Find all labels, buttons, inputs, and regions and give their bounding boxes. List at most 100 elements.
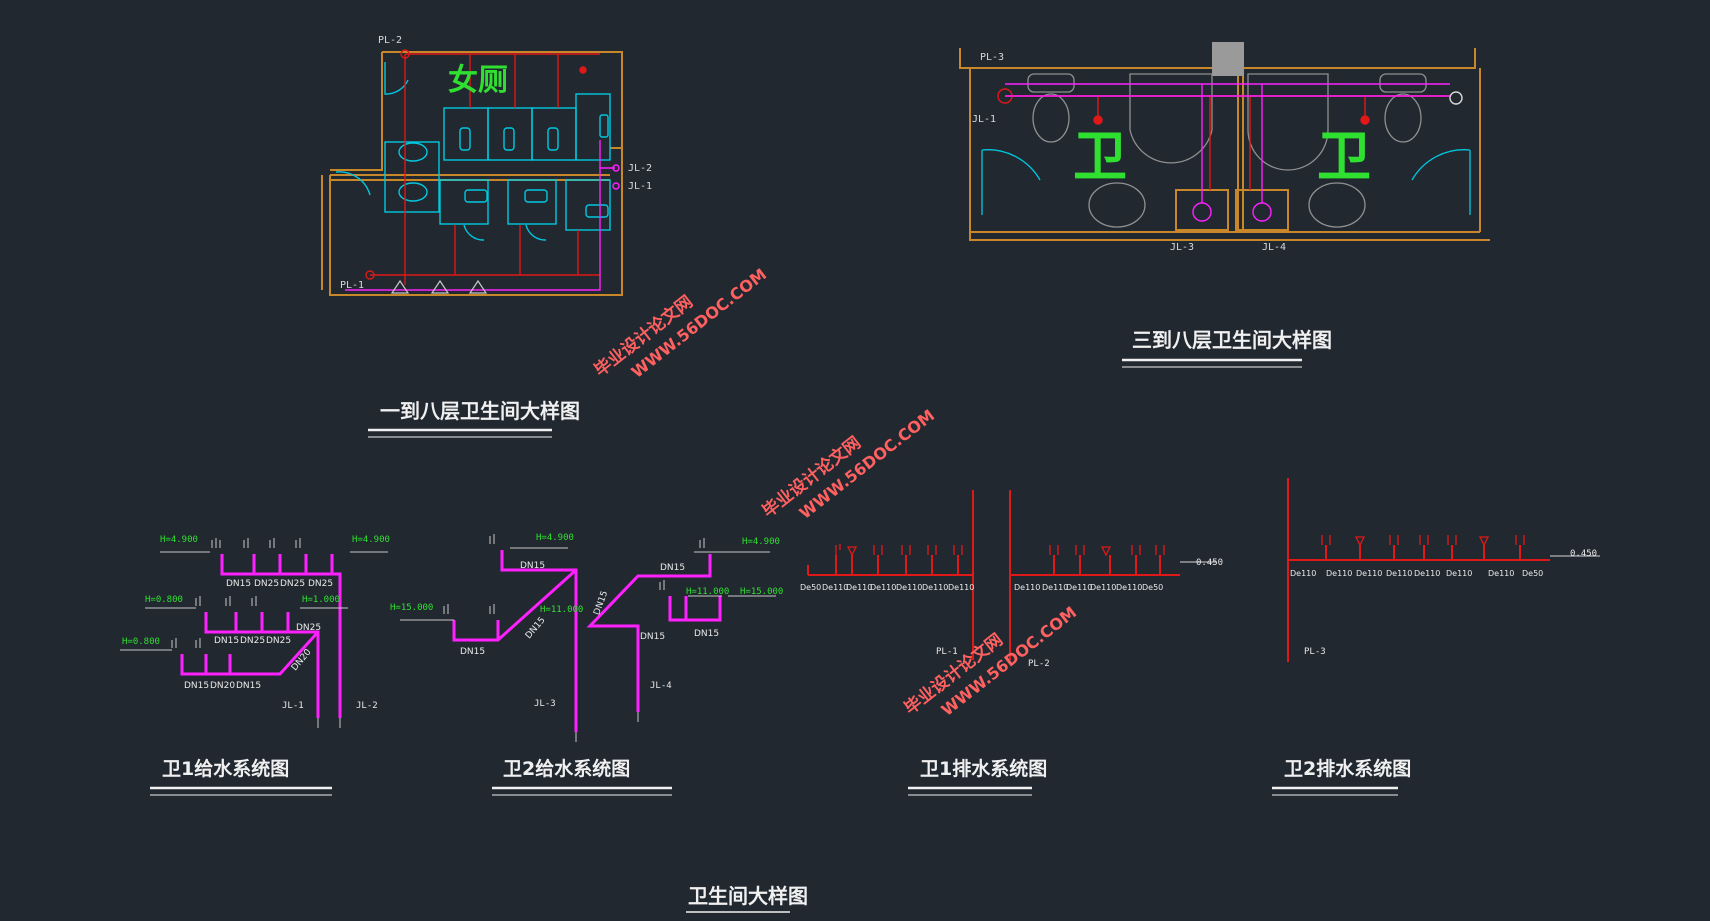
female-toilet-label: 女厕	[448, 63, 508, 98]
supply2-size: DN15	[520, 561, 545, 571]
supply1-tag-jl2: JL-2	[356, 701, 378, 711]
plan2-supply-pipes	[1005, 83, 1450, 222]
title-floor-1-8: 一到八层卫生间大样图	[380, 399, 580, 423]
supply1-row2-size: DN25	[266, 636, 291, 646]
drain2-elev: 0.450	[1570, 549, 1597, 559]
plan1-drain-pipes	[365, 49, 600, 285]
supply-system-wei1: H=4.900 H=4.900 H=0.800 H=1.000 H=0.800 …	[120, 535, 390, 728]
supply1-row2-size: DN25	[240, 636, 265, 646]
supply1-elev-top-left: H=4.900	[160, 535, 198, 545]
supply1-row3-size: DN15	[184, 681, 209, 691]
drain2-size: De110	[1386, 569, 1412, 578]
supply1-elev-mid-right: H=1.000	[302, 595, 340, 605]
supply1-row2-size: DN15	[214, 636, 239, 646]
plan2-shaft	[1212, 42, 1244, 76]
title-floor-3-8-underline	[1122, 358, 1302, 368]
supply2-elev-a: H=4.900	[536, 533, 574, 543]
plan1-fixtures	[335, 62, 611, 241]
drain1-right-labels: De110 De110 De110 De110 De110 De50	[1014, 583, 1163, 592]
drain2-size: De110	[1414, 569, 1440, 578]
plan-floor-3-8: 卫 卫 PL-3 JL-1 JL-3 JL-4	[959, 42, 1490, 253]
drain1-size: De110	[1014, 583, 1040, 592]
supply2-elev-e: H=11.000	[686, 587, 729, 597]
supply2-size: DN15	[592, 590, 610, 617]
plan2-cleanout	[1449, 91, 1463, 105]
drain1-traps	[835, 544, 1165, 557]
drain2-size: De110	[1488, 569, 1514, 578]
supply1-tag-jl1: JL-1	[282, 701, 304, 711]
drain2-traps	[1321, 535, 1525, 547]
supply2-elev-d: H=4.900	[742, 537, 780, 547]
supply1-row2-riser: DN25	[296, 623, 321, 633]
plan1-tag-pl2: PL-2	[378, 35, 402, 46]
drain1-size: De50	[800, 583, 821, 592]
drain2-size: De50	[1522, 569, 1543, 578]
drain1-size: De110	[1066, 583, 1092, 592]
supply1-row1-size: DN25	[280, 579, 305, 589]
drain1-size: De110	[948, 583, 974, 592]
supply2-size: DN15	[640, 632, 665, 642]
supply1-row1-labels: DN15 DN25 DN25 DN25	[226, 579, 333, 589]
plan2-tag-jl3: JL-3	[1170, 242, 1194, 253]
supply2-tag-jl4: JL-4	[650, 681, 672, 691]
supply1-row2-labels: DN15 DN25 DN25 DN25	[214, 623, 321, 646]
wei-right-label: 卫	[1317, 125, 1371, 188]
drain1-elev: 0.450	[1196, 558, 1223, 568]
plan2-tag-jl1: JL-1	[972, 114, 996, 125]
title-floor-1-8-underline	[368, 428, 552, 438]
title-wei2-supply: 卫2给水系统图	[503, 757, 630, 780]
supply1-row1-size: DN25	[308, 579, 333, 589]
drain1-size: De110	[1090, 583, 1116, 592]
supply1-row3-size: DN20	[210, 681, 235, 691]
supply2-size: DN15	[460, 647, 485, 657]
supply1-row3-labels: DN15 DN20 DN15 DN20	[184, 647, 314, 691]
drain1-size: De110	[896, 583, 922, 592]
drain2-size: De110	[1446, 569, 1472, 578]
drain1-size: De50	[1142, 583, 1163, 592]
supply1-row3-size: DN15	[236, 681, 261, 691]
drain2-tag-pl3: PL-3	[1304, 647, 1326, 657]
supply2-size: DN15	[694, 629, 719, 639]
drain2-size: De110	[1326, 569, 1352, 578]
title-wei1-supply: 卫1给水系统图	[162, 757, 289, 780]
drain1-size: De110	[846, 583, 872, 592]
watermark-1: 毕业设计论文网 WWW.56DOC.COM	[590, 265, 770, 382]
drain1-tag-pl2: PL-2	[1028, 659, 1050, 669]
drain1-pipes	[807, 490, 1180, 660]
supply1-row1-size: DN15	[226, 579, 251, 589]
drain-system-wei1: 0.450 De50 De110 De110 De110 De110 De110…	[800, 490, 1223, 669]
title-wei1-drain: 卫1排水系统图	[920, 757, 1047, 780]
title-wei2-drain-underline	[1272, 786, 1398, 796]
plan1-tag-jl2: JL-2	[628, 163, 652, 174]
supply1-elev-low-left: H=0.800	[122, 637, 160, 647]
supply2-size: DN15	[524, 615, 548, 641]
drain1-size: De110	[922, 583, 948, 592]
supply2-elev-b: H=15.000	[390, 603, 433, 613]
title-wei1-drain-underline	[908, 786, 1032, 796]
supply2-elev-f: H=15.000	[740, 587, 783, 597]
supply2-fixture-marks	[400, 534, 776, 742]
supply-system-wei2: H=4.900 H=15.000 H=11.000 H=4.900 H=11.0…	[390, 533, 783, 742]
drain1-left-labels: De50 De110 De110 De110 De110 De110 De110	[800, 583, 974, 592]
supply2-pipes	[452, 550, 722, 732]
drain1-size: De110	[870, 583, 896, 592]
plan-floor-1-8: 女厕 PL-2 PL-1 JL-2 JL-1	[321, 35, 652, 296]
supply1-pipes	[180, 554, 342, 718]
supply1-elev-mid-left: H=0.800	[145, 595, 183, 605]
drain2-labels: De110 De110 De110 De110 De110 De110 De11…	[1290, 569, 1543, 578]
plan1-tag-jl1: JL-1	[628, 181, 652, 192]
title-wei2-supply-underline	[492, 786, 672, 796]
supply1-elev-top-right: H=4.900	[352, 535, 390, 545]
drain1-size: De110	[822, 583, 848, 592]
drain-system-wei2: 0.450 De110 De110 De110 De110 De110 De11…	[1287, 478, 1600, 662]
watermark-2: 毕业设计论文网 WWW.56DOC.COM	[758, 406, 938, 523]
supply2-tag-jl3: JL-3	[534, 699, 556, 709]
plan2-walls	[959, 48, 1490, 241]
title-wei1-supply-underline	[150, 786, 332, 796]
plan2-tag-jl4: JL-4	[1262, 242, 1286, 253]
drain1-size: De110	[1116, 583, 1142, 592]
supply2-elev-c: H=11.000	[540, 605, 583, 615]
plan1-urinals	[390, 279, 488, 294]
plan2-doors	[981, 149, 1471, 215]
